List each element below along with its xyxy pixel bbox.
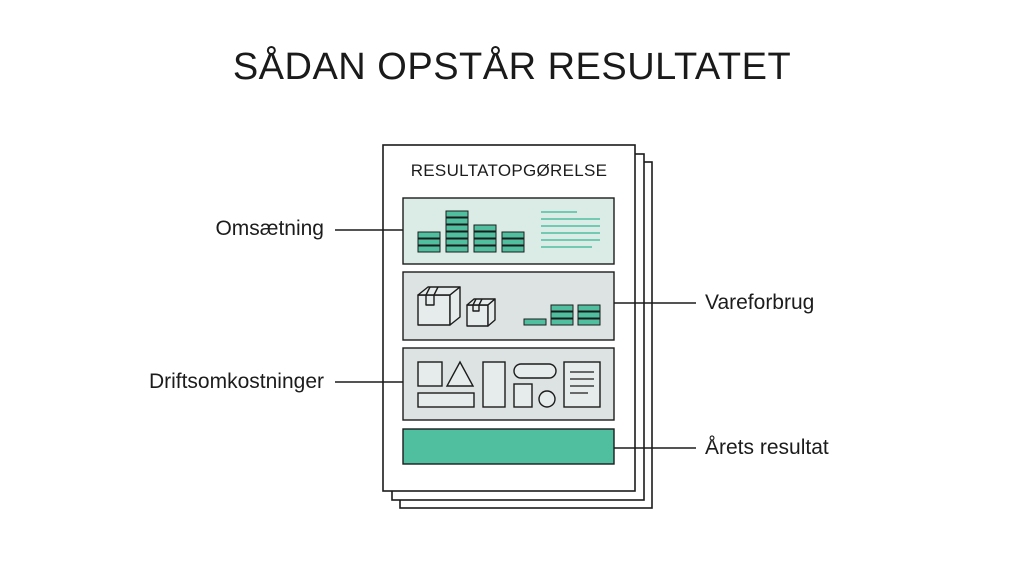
- result-bar: [402, 428, 615, 465]
- small-box-icon: [466, 298, 496, 327]
- cost-of-goods-panel: [402, 271, 615, 341]
- revenue-panel: [402, 197, 615, 265]
- document-lines-icon: [570, 371, 594, 394]
- label-revenue: Omsætning: [215, 217, 324, 240]
- connector-lines: [335, 229, 696, 449]
- page-title: SÅDAN OPSTÅR RESULTATET: [232, 46, 792, 88]
- revenue-text-lines-icon: [541, 211, 600, 248]
- operating-costs-panel: [402, 347, 615, 421]
- label-result: Årets resultat: [705, 436, 829, 459]
- label-cost-of-goods: Vareforbrug: [705, 291, 815, 314]
- revenue-bars-icon: [417, 210, 525, 253]
- shapes-icon: [417, 360, 601, 408]
- document-heading: RESULTATOPGØRELSE: [410, 161, 608, 180]
- cost-bars-icon: [523, 304, 601, 326]
- box-icon: [417, 286, 461, 326]
- label-operating-costs: Driftsomkostninger: [148, 370, 324, 393]
